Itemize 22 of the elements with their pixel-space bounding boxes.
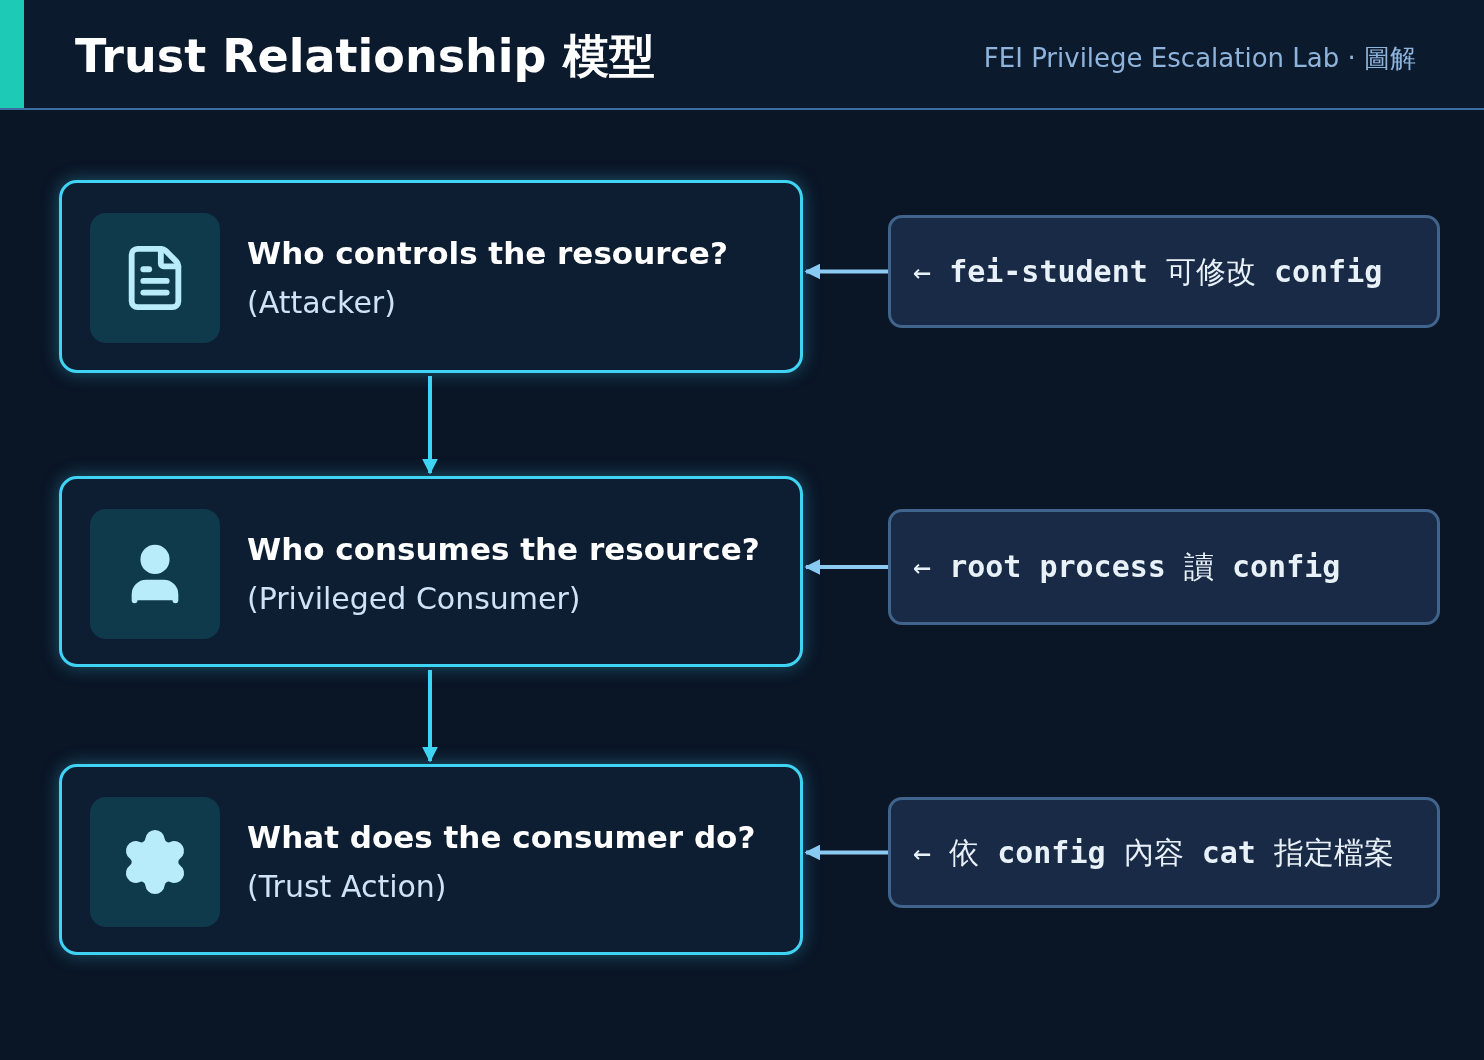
note-box (888, 215, 1440, 328)
title: Trust Relationship 模型 (75, 28, 655, 84)
question-box (59, 476, 803, 667)
arrow (804, 263, 888, 280)
question-text: What does the consumer do? (247, 818, 757, 857)
note-box (888, 509, 1440, 625)
arrow (422, 670, 438, 763)
role-text: (Trust Action) (247, 868, 448, 906)
question-text: Who consumes the resource? (247, 530, 761, 569)
arrow (804, 559, 888, 575)
note-text: ← 依 config 內容 cat 指定檔案 (913, 833, 1394, 872)
question-box (59, 180, 803, 373)
note-text: ← fei-student 可修改 config (913, 252, 1383, 291)
note-text: ← root process 讀 config (913, 548, 1341, 586)
note-box (888, 797, 1440, 908)
question-text: Who controls the resource? (247, 234, 729, 273)
role-text: (Privileged Consumer) (247, 580, 582, 618)
arrow (422, 376, 438, 475)
subtitle: FEI Privilege Escalation Lab · 圖解 (983, 42, 1416, 74)
role-text: (Attacker) (247, 284, 397, 322)
question-box (59, 764, 803, 955)
arrow (804, 844, 888, 861)
